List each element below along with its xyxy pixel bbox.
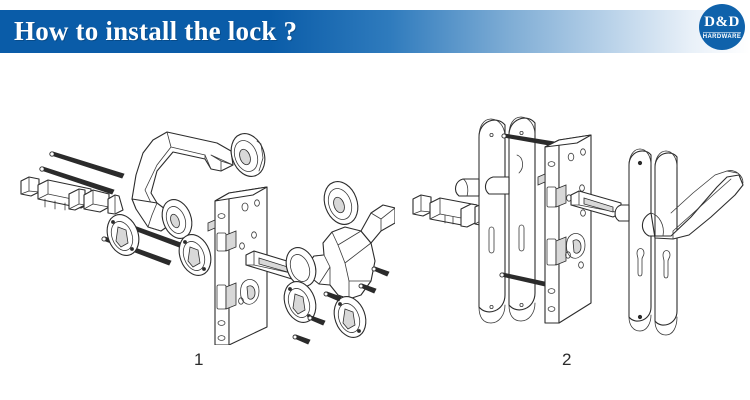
dd-hardware-logo: D&D HARDWARE <box>699 4 745 50</box>
page-title: How to install the lock ? <box>14 16 298 46</box>
diagram-step-1 <box>5 95 395 345</box>
long-backplate-escutcheon <box>454 118 506 324</box>
keyhole-rose-escutcheon <box>178 234 212 276</box>
diagram-step-2 <box>405 95 745 345</box>
short-screw <box>307 315 326 326</box>
lever-handle-right <box>306 204 395 300</box>
long-backplate-escutcheon <box>614 148 652 332</box>
round-rose-plate <box>285 247 317 287</box>
round-rose-plate <box>323 181 359 225</box>
figure-2-caption: 2 <box>562 350 572 369</box>
logo-main-text: D&D <box>704 13 740 30</box>
round-rose-plate <box>230 133 266 177</box>
keyhole-rose-escutcheon <box>106 214 140 256</box>
keyhole-rose-escutcheon <box>283 281 317 323</box>
figure-1-caption: 1 <box>194 350 204 369</box>
long-screw <box>49 151 125 179</box>
short-screw <box>323 291 342 302</box>
round-rose-plate <box>161 199 193 239</box>
short-screw <box>292 334 311 345</box>
keyhole-rose-escutcheon <box>333 296 367 338</box>
lever-handle-backplate <box>641 150 744 336</box>
long-screw <box>39 166 115 195</box>
short-screw <box>371 266 390 277</box>
logo-sub-text: HARDWARE <box>702 31 742 40</box>
spindle <box>570 190 622 218</box>
header-banner <box>0 10 750 53</box>
long-backplate-escutcheon <box>484 116 536 322</box>
short-screw <box>358 283 377 294</box>
mortise-lock-body <box>537 134 592 324</box>
euro-profile-cylinder <box>20 176 124 215</box>
